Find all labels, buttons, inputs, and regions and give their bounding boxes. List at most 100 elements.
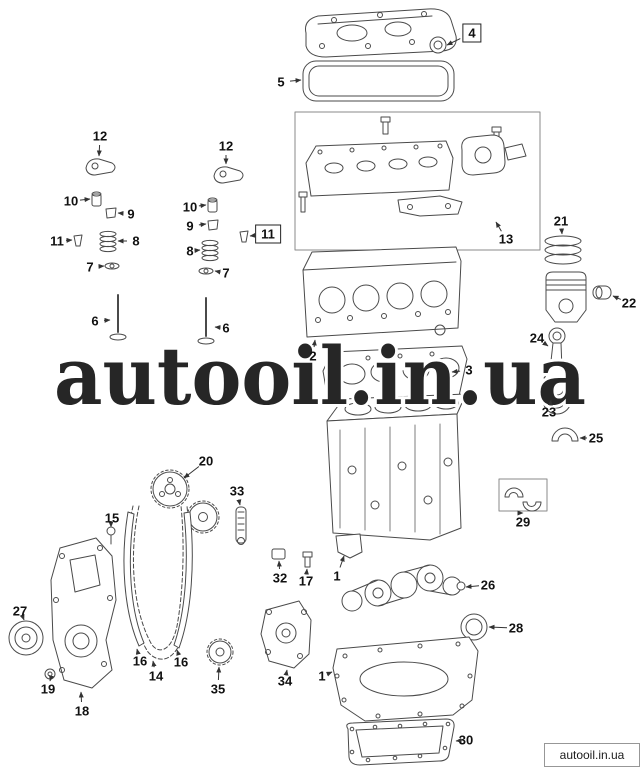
leader-arrow-5 [289, 78, 302, 84]
part-label-1: 1 [333, 568, 341, 584]
leader-arrow-13 [495, 221, 502, 232]
leader-arrow-35 [216, 666, 222, 681]
chain-guide-left-drawing [123, 511, 145, 647]
leader-arrow-10 [79, 197, 91, 203]
part-label-30: 30 [458, 732, 474, 748]
lower-oil-pan-drawing [346, 718, 455, 766]
part-label-13: 13 [498, 231, 514, 247]
leader-arrow-18 [78, 691, 84, 703]
cylinder-head-group-drawing [294, 111, 541, 251]
part-label-25: 25 [588, 430, 604, 446]
leader-arrow-2 [311, 339, 317, 348]
group-box-29 [498, 478, 548, 512]
bracket-drawing [271, 548, 286, 560]
part-label-9: 9 [127, 206, 135, 222]
connecting-rod-drawing [543, 327, 571, 401]
part-label-34: 34 [277, 673, 293, 689]
part-label-3: 3 [465, 362, 473, 378]
part-label-26: 26 [480, 577, 496, 593]
part-label-27: 27 [12, 603, 28, 619]
head-bolt-icon [298, 116, 502, 213]
part-label-12: 12 [218, 138, 234, 154]
leader-arrow-3 [451, 368, 461, 374]
leader-arrow-24 [542, 340, 549, 347]
timing-cover-drawing [50, 537, 117, 689]
leader-arrow-1 [325, 671, 333, 677]
cylinder-head-drawing [302, 246, 462, 338]
part-label-6: 6 [222, 320, 230, 336]
part-label-20: 20 [198, 453, 214, 469]
valve-cover-drawing [305, 8, 457, 58]
site-watermark-badge: autooil.in.ua [544, 743, 640, 767]
oil-pump-sprocket-drawing [206, 638, 234, 666]
part-label-11: 11 [50, 233, 64, 249]
valve-cover-gasket-drawing [302, 60, 455, 102]
rod-bearing-cap-drawing [542, 399, 572, 415]
chain-tensioner-drawing [235, 506, 247, 545]
part-label-2: 2 [309, 348, 317, 364]
part-label-9: 9 [186, 218, 194, 234]
part-label-18: 18 [74, 703, 90, 719]
part-label-16: 16 [173, 654, 189, 670]
part-label-5: 5 [277, 74, 285, 90]
leader-arrow-26 [465, 584, 480, 589]
leader-arrow-22 [612, 295, 621, 301]
leader-arrow-28 [488, 624, 508, 630]
leader-arrow-4 [446, 38, 461, 46]
part-label-22: 22 [621, 295, 637, 311]
part-label-6: 6 [91, 313, 99, 329]
part-label-21: 21 [553, 213, 569, 229]
part-label-16: 16 [132, 653, 148, 669]
leader-arrow-20 [183, 466, 200, 479]
part-label-24: 24 [529, 330, 545, 346]
part-label-1: 1 [318, 668, 326, 684]
leader-arrow-12 [96, 144, 102, 157]
leader-arrow-16 [176, 649, 182, 657]
part-label-28: 28 [508, 620, 524, 636]
part-label-8: 8 [186, 243, 194, 259]
part-label-19: 19 [40, 681, 56, 697]
leader-arrow-11 [249, 232, 256, 238]
leader-arrow-16 [135, 648, 141, 655]
part-label-10: 10 [63, 193, 79, 209]
part-label-4: 4 [462, 23, 482, 43]
leader-arrow-10 [198, 203, 207, 209]
watermark-text: autooil.in.ua [54, 329, 586, 423]
main-bearing-set-drawing [498, 478, 548, 512]
oil-pump-bolt-drawing [302, 551, 313, 568]
part-label-15: 15 [104, 510, 120, 526]
cylinder-block-drawing [326, 393, 467, 559]
piston-drawing [545, 271, 587, 323]
part-label-14: 14 [148, 668, 164, 684]
part-label-17: 17 [298, 573, 314, 589]
part-label-7: 7 [222, 265, 230, 281]
part-label-23: 23 [541, 404, 557, 420]
part-label-29: 29 [515, 514, 531, 530]
upper-oil-pan-drawing [332, 636, 479, 722]
leader-arrow-23 [547, 399, 553, 406]
chain-guide-right-drawing [173, 511, 193, 649]
rod-bearing-shell-drawing [551, 427, 579, 442]
part-label-8: 8 [132, 233, 140, 249]
left-valve-train-drawing [73, 158, 127, 341]
site-watermark-text: autooil.in.ua [559, 748, 625, 762]
part-label-7: 7 [86, 259, 94, 275]
part-label-33: 33 [229, 483, 245, 499]
right-valve-train-drawing [197, 166, 249, 345]
leader-arrow-9 [198, 222, 207, 228]
leader-arrow-32 [276, 560, 282, 570]
tensioner-bolt-drawing [106, 526, 116, 545]
head-gasket-drawing [322, 345, 468, 401]
piston-pin-drawing [592, 285, 612, 300]
part-label-35: 35 [210, 681, 226, 697]
leader-arrow-33 [236, 499, 242, 506]
part-label-10: 10 [182, 199, 198, 215]
part-label-11: 11 [255, 224, 281, 244]
leader-arrow-1 [339, 555, 345, 568]
part-label-12: 12 [92, 128, 108, 144]
leader-arrow-14 [151, 660, 157, 668]
rear-main-seal-drawing [460, 613, 488, 641]
